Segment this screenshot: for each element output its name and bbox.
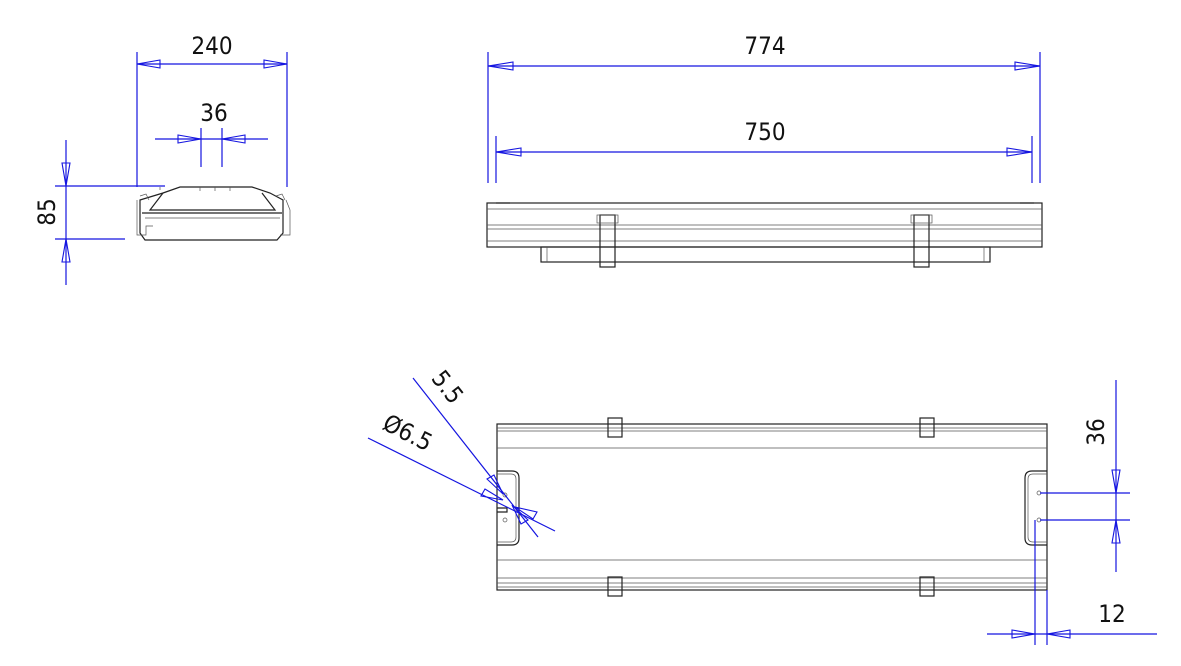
bottom-view: [496, 417, 1048, 597]
dimension-label: 750: [744, 118, 785, 146]
dimension-label: 85: [33, 198, 61, 225]
dimension-label: 240: [191, 32, 232, 60]
dimension-85: 85: [33, 140, 165, 285]
dimension-5-5: 5.5: [412, 365, 539, 538]
dimension-750: 750: [495, 118, 1033, 183]
dimension-36-side: 36: [155, 99, 268, 167]
dimension-774: 774: [487, 32, 1041, 183]
dimension-36-holes: 36: [1040, 380, 1130, 572]
dimension-label: 12: [1098, 600, 1125, 628]
dimension-240: 240: [136, 32, 288, 187]
dimension-12: 12: [987, 520, 1157, 645]
dimension-label: 36: [1082, 418, 1110, 445]
dimension-label: 774: [744, 32, 785, 60]
side-view: [136, 186, 291, 241]
dimension-diameter-6-5: Ø6.5: [367, 409, 556, 532]
dimension-label: Ø6.5: [378, 409, 436, 457]
dimension-label: 36: [200, 99, 227, 127]
front-view: [486, 202, 1043, 268]
